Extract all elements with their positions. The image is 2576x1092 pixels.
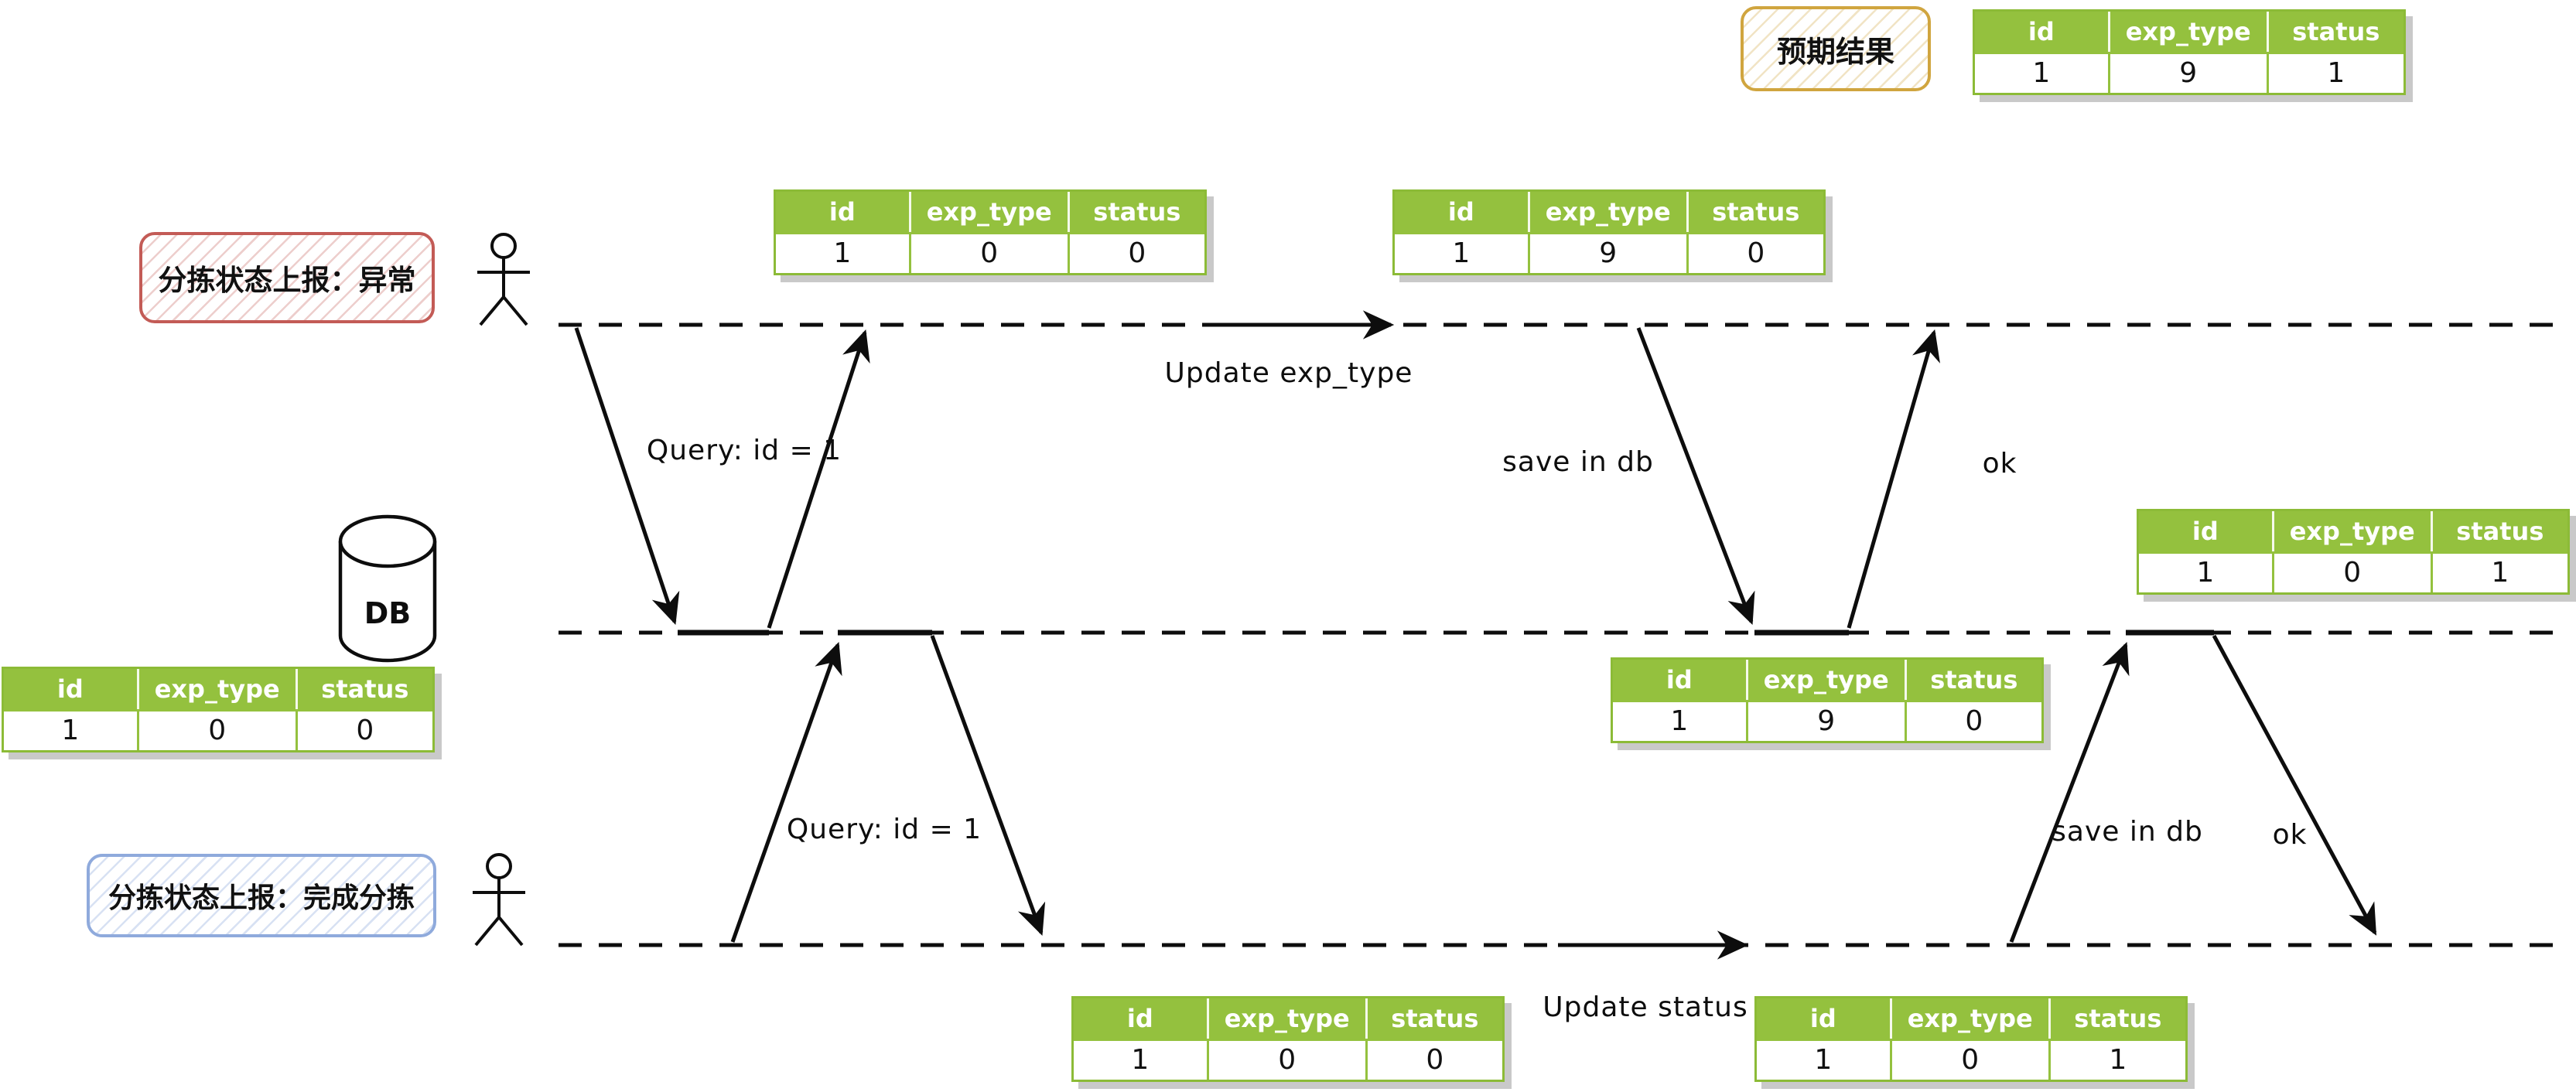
label-ok-bottom: ok — [2272, 819, 2308, 851]
arrow-query-bottom-response — [930, 635, 1046, 936]
table-header-cell: exp_type — [908, 192, 1068, 232]
table-header-cell: status — [2048, 998, 2185, 1039]
label-save-in-db-top: save in db — [1502, 446, 1654, 478]
table-value-cell: 0 — [1889, 1041, 2048, 1080]
table-header-cell: exp_type — [2271, 511, 2431, 551]
table-db-initial: id exp_type status 1 0 0 — [2, 667, 435, 752]
table-db-after-save-exp: id exp_type status 1 9 0 — [1611, 657, 2044, 743]
table-header-cell: id — [828, 197, 856, 227]
actor-label-complete-text: 分拣状态上报：完成分拣 — [108, 882, 415, 914]
table-value-cell: 1 — [1074, 1041, 1207, 1080]
table-value-cell: 1 — [2266, 54, 2403, 93]
arrow-query-top-request — [574, 327, 680, 626]
table-header-cell: status — [1686, 192, 1823, 232]
arrow-query-bottom-request — [730, 641, 842, 943]
table-value-cell: 1 — [2139, 554, 2272, 592]
table-bottom-query-result: id exp_type status 1 0 0 — [1071, 996, 1505, 1082]
table-header-cell: exp_type — [1527, 192, 1686, 232]
table-header-cell: id — [2192, 517, 2219, 546]
table-header-cell: status — [1067, 192, 1204, 232]
table-value-cell: 0 — [1206, 1041, 1365, 1080]
actor-label-exception: 分拣状态上报：异常 — [139, 232, 435, 323]
label-query-bottom: Query: id = 1 — [786, 814, 982, 845]
table-header-cell: status — [1365, 998, 1502, 1039]
table-value-cell: 0 — [1365, 1041, 1502, 1080]
table-value-cell: 0 — [2271, 554, 2431, 592]
actor-label-exception-text: 分拣状态上报：异常 — [158, 264, 416, 297]
table-value-cell: 1 — [1975, 54, 2108, 93]
table-value-cell: 1 — [776, 234, 909, 273]
table-header-cell: id — [2028, 17, 2055, 46]
table-value-cell: 1 — [2048, 1041, 2185, 1080]
table-top-after-update: id exp_type status 1 9 0 — [1392, 189, 1826, 275]
table-value-cell: 1 — [1613, 702, 1746, 741]
table-value-cell: 1 — [1757, 1041, 1890, 1080]
table-value-cell: 9 — [2107, 54, 2267, 93]
table-header-cell: status — [1904, 660, 2041, 700]
db-cylinder-icon — [338, 514, 437, 663]
table-value-cell: 0 — [1904, 702, 2041, 741]
expected-result-label-box: 预期结果 — [1741, 6, 1931, 91]
actor-label-complete: 分拣状态上报：完成分拣 — [87, 854, 436, 937]
table-bottom-after-update: id exp_type status 1 0 1 — [1754, 996, 2188, 1082]
table-header-cell: status — [2266, 12, 2403, 52]
expected-result-label-text: 预期结果 — [1776, 34, 1894, 69]
table-value-cell: 1 — [2430, 554, 2567, 592]
table-header-cell: status — [2430, 511, 2567, 551]
arrow-save-in-db-top — [1636, 327, 1755, 625]
arrow-query-top-response — [767, 329, 870, 629]
table-value-cell: 1 — [1395, 234, 1528, 273]
table-db-after-save-status: id exp_type status 1 0 1 — [2137, 509, 2570, 595]
label-query-top: Query: id = 1 — [646, 435, 842, 466]
table-header-cell: status — [295, 669, 432, 709]
table-value-cell: 9 — [1527, 234, 1686, 273]
table-header-cell: exp_type — [136, 669, 296, 709]
table-header-cell: id — [56, 674, 84, 704]
table-value-cell: 0 — [295, 712, 432, 750]
table-value-cell: 0 — [136, 712, 296, 750]
table-header-cell: id — [1666, 665, 1693, 694]
arrow-save-in-db-bottom — [2009, 642, 2130, 943]
db-label: DB — [364, 596, 412, 630]
table-header-cell: id — [1809, 1004, 1836, 1033]
table-value-cell: 0 — [908, 234, 1068, 273]
table-value-cell: 9 — [1745, 702, 1905, 741]
stick-figure-complete-actor — [473, 853, 525, 947]
table-value-cell: 1 — [4, 712, 137, 750]
table-header-cell: id — [1447, 197, 1474, 227]
arrow-ok-top — [1847, 329, 1940, 629]
table-header-cell: exp_type — [2107, 12, 2267, 52]
table-header-cell: exp_type — [1745, 660, 1905, 700]
table-value-cell: 0 — [1067, 234, 1204, 273]
table-expected-result: id exp_type status 1 9 1 — [1973, 9, 2406, 95]
table-header-cell: exp_type — [1889, 998, 2048, 1039]
table-value-cell: 0 — [1686, 234, 1823, 273]
label-update-exp-type: Update exp_type — [1164, 357, 1413, 389]
table-header-cell: exp_type — [1206, 998, 1365, 1039]
label-save-in-db-bottom: save in db — [2052, 816, 2203, 848]
stick-figure-exception-actor — [477, 233, 530, 326]
label-ok-top: ok — [1982, 448, 2017, 479]
label-update-status: Update status — [1543, 991, 1748, 1023]
arrow-ok-bottom — [2212, 634, 2377, 936]
table-top-query-result: id exp_type status 1 0 0 — [774, 189, 1207, 275]
table-header-cell: id — [1126, 1004, 1153, 1033]
